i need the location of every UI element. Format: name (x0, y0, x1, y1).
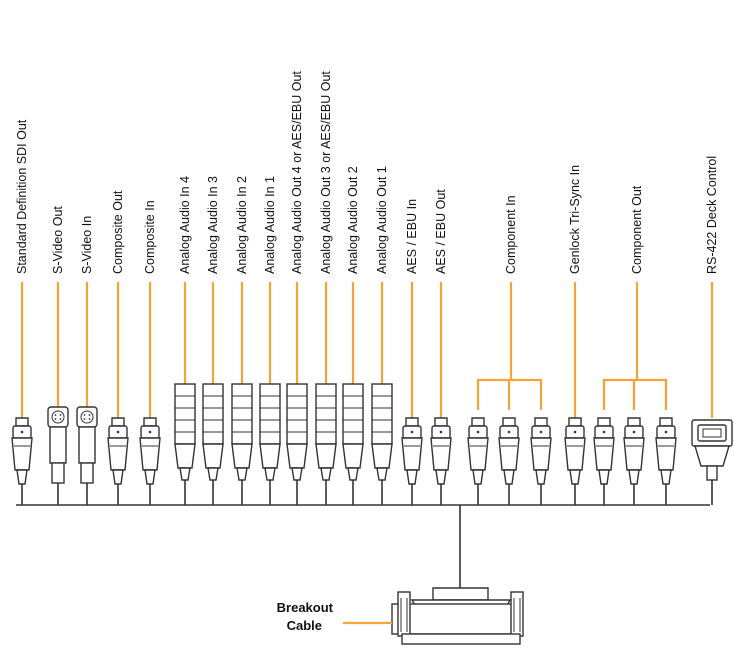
xlr-connector-analog-audio-out-3 (315, 383, 337, 481)
xlr-connector-analog-audio-in-1 (259, 383, 281, 481)
xlr-connector-analog-audio-out-2 (342, 383, 364, 481)
xlr-connector-analog-audio-out-1 (371, 383, 393, 481)
bnc-connector-aes-ebu-out (430, 417, 452, 485)
connector-label-analog-audio-in-2: Analog Audio In 2 (235, 176, 249, 274)
connector-label-svideo-out: S-Video Out (51, 206, 65, 274)
orange-leader-lines (20, 282, 714, 418)
bnc-connector-genlock (564, 417, 586, 485)
connector-label-analog-audio-out-2: Analog Audio Out 2 (346, 166, 360, 274)
connector-label-sd-sdi-out: Standard Definition SDI Out (15, 119, 29, 274)
svideo-connector-svideo-in (76, 406, 98, 484)
xlr-connector-analog-audio-out-4 (286, 383, 308, 481)
bnc-connector-component-in-3 (530, 417, 552, 485)
connector-label-aes-ebu-in: AES / EBU In (405, 199, 419, 274)
connector-label-composite-out: Composite Out (111, 190, 125, 274)
connector-label-genlock: Genlock Tri-Sync In (568, 165, 582, 274)
bnc-connector-component-out-1 (593, 417, 615, 485)
bnc-connector-aes-ebu-in (401, 417, 423, 485)
bnc-connector-component-in-2 (498, 417, 520, 485)
breakout-caption-line2: Cable (287, 618, 322, 633)
bnc-connector-component-out-3 (655, 417, 677, 485)
bnc-connector-component-in-1 (467, 417, 489, 485)
xlr-connector-analog-audio-in-2 (231, 383, 253, 481)
connector-label-analog-audio-in-4: Analog Audio In 4 (178, 176, 192, 274)
breakout-caption-line1: Breakout (277, 600, 334, 615)
db9-connector-rs422 (691, 419, 733, 481)
connector-label-analog-audio-out-4: Analog Audio Out 4 or AES/EBU Out (290, 71, 304, 274)
connector-label-composite-in: Composite In (143, 200, 157, 274)
bnc-connector-sd-sdi-out (11, 417, 33, 485)
connector-label-component-in: Component In (504, 195, 518, 274)
bnc-connector-composite-out (107, 417, 129, 485)
xlr-connector-analog-audio-in-3 (202, 383, 224, 481)
connector-label-aes-ebu-out: AES / EBU Out (434, 189, 448, 274)
connector-label-analog-audio-out-3: Analog Audio Out 3 or AES/EBU Out (319, 71, 333, 274)
bnc-connector-composite-in (139, 417, 161, 485)
connector-label-svideo-in: S-Video In (80, 216, 94, 274)
bnc-connector-component-out-2 (623, 417, 645, 485)
connector-row (11, 383, 733, 485)
connector-label-analog-audio-in-3: Analog Audio In 3 (206, 176, 220, 274)
cable-wires (21, 480, 713, 505)
connector-label-rs422: RS-422 Deck Control (705, 156, 719, 274)
svideo-connector-svideo-out (47, 406, 69, 484)
connector-label-analog-audio-out-1: Analog Audio Out 1 (375, 166, 389, 274)
db25-breakout-connector (391, 587, 524, 645)
connector-label-component-out: Component Out (630, 185, 644, 274)
xlr-connector-analog-audio-in-4 (174, 383, 196, 481)
connector-label-analog-audio-in-1: Analog Audio In 1 (263, 176, 277, 274)
